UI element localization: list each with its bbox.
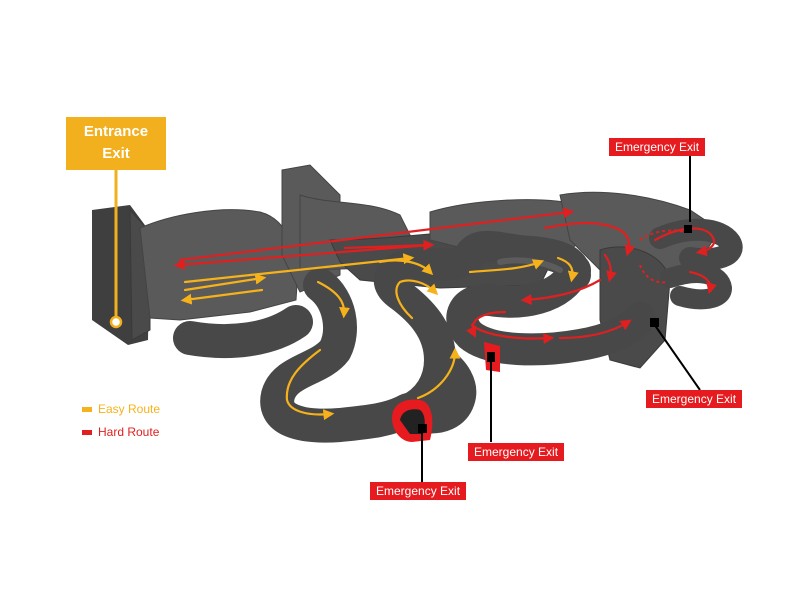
easy-routes (180, 253, 579, 421)
easy-route-arrow (395, 279, 439, 320)
hard-route-arrow (178, 207, 575, 262)
hard-route-arrow (466, 310, 507, 338)
legend-easy-route: Easy Route (82, 402, 160, 416)
cave-terrain (92, 164, 743, 443)
legend-label-easy: Easy Route (98, 402, 161, 416)
emergency-exit-label-top-right: Emergency Exit (609, 138, 706, 156)
easy-route-arrow (285, 348, 335, 421)
hard-route-dashed (639, 264, 669, 284)
exit-marker-square (684, 225, 692, 233)
hard-route-arrow (558, 319, 632, 340)
leader-lines (109, 156, 701, 482)
hard-route-dashed (639, 229, 686, 241)
exit-marker-square (418, 424, 427, 433)
entrance-label: Entrance (83, 123, 149, 140)
emergency-exit-markers (392, 225, 692, 442)
hard-route-arrow (343, 239, 435, 251)
legend-label-hard: Hard Route (98, 425, 160, 439)
hard-routes (173, 207, 717, 344)
emergency-exit-label-middle: Emergency Exit (468, 443, 565, 461)
hard-route-arrow (520, 278, 602, 306)
hard-route-arrow (470, 323, 555, 344)
hard-route-arrow (688, 270, 717, 295)
exit-label: Exit (102, 145, 130, 162)
easy-route-arrow (416, 347, 461, 400)
exit-marker-square (650, 318, 659, 327)
easy-route-arrow (468, 259, 545, 274)
emergency-exit-label-bottom: Emergency Exit (370, 482, 467, 500)
exit-marker-square (487, 352, 495, 362)
easy-route-arrow (183, 273, 267, 292)
legend-hard-route: Hard Route (82, 425, 159, 439)
hard-route-arrow (173, 243, 432, 270)
entrance-exit-label: Entrance Exit (66, 117, 166, 170)
emergency-exit-label-right: Emergency Exit (646, 390, 743, 408)
easy-route-arrow (556, 256, 579, 283)
hard-route-arrow (603, 253, 617, 283)
hard-route-arrow (543, 221, 636, 257)
legend-swatch-easy (82, 406, 92, 412)
easy-route-arrow (183, 253, 415, 284)
easy-route-arrow (316, 280, 351, 319)
legend-swatch-hard (82, 429, 92, 435)
easy-route-arrow (180, 288, 264, 305)
easy-route-arrow (378, 259, 434, 276)
